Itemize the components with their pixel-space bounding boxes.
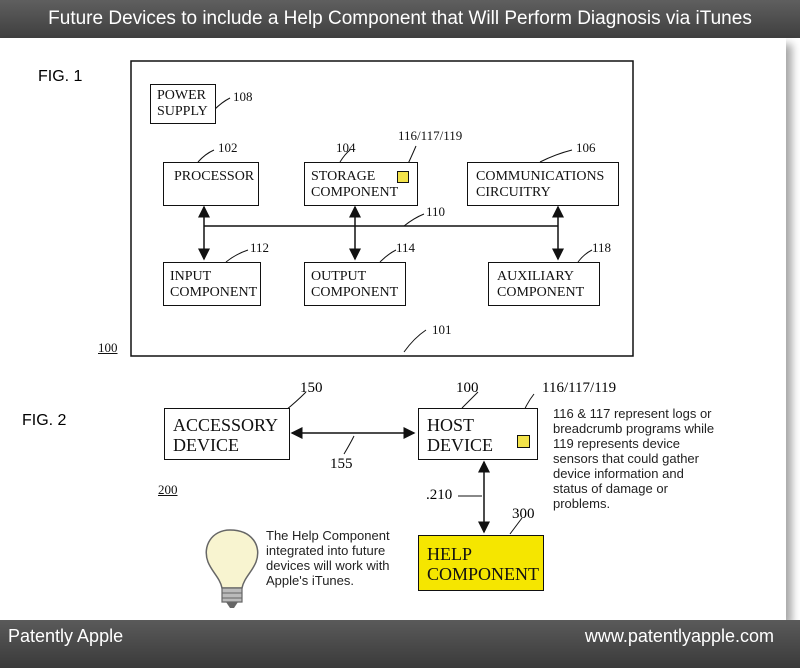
side-note-line: 119 represents device [553, 436, 680, 451]
footer-brand: Patently Apple [8, 626, 124, 646]
auxiliary-component-block: AUXILIARY COMPONENT [488, 262, 600, 306]
host-line1: HOST [427, 415, 475, 435]
bus-ref: 110 [426, 204, 446, 219]
power-supply-block: POWER SUPPLY [150, 84, 216, 124]
auxiliary-ref: 118 [592, 240, 612, 255]
lightbulb-icon [205, 529, 259, 608]
bulb-note-line: integrated into future [266, 543, 386, 558]
storage-sub-square [397, 171, 409, 183]
header-title: Future Devices to include a Help Compone… [0, 0, 800, 38]
fig2-system-ref: 200 [158, 482, 178, 497]
side-note-line: status of damage or [553, 481, 668, 496]
help-line1: HELP [427, 544, 472, 564]
link-ref: 155 [330, 456, 353, 472]
output-ref: 114 [396, 240, 416, 255]
power-supply-line1: POWER [157, 88, 206, 103]
input-line1: INPUT [170, 269, 212, 284]
accessory-ref: 150 [300, 380, 323, 396]
input-ref: 112 [250, 240, 270, 255]
side-note: 116 & 117 represent logs or breadcrumb p… [553, 406, 714, 511]
side-note-line: sensors that could gather [553, 451, 699, 466]
help-ref: 300 [512, 506, 535, 522]
communications-ref: 106 [576, 140, 596, 155]
host-sub-ref: 116/117/119 [542, 380, 617, 396]
processor-line1: PROCESSOR [174, 169, 255, 184]
output-line1: OUTPUT [311, 269, 367, 284]
storage-ref: 104 [336, 140, 356, 155]
accessory-device-block: ACCESSORY DEVICE [164, 408, 290, 460]
footer-url[interactable]: www.patentlyapple.com [584, 626, 774, 646]
storage-component-block: STORAGE COMPONENT [304, 162, 418, 206]
help-line2: COMPONENT [427, 564, 540, 584]
communications-line2: CIRCUITRY [476, 185, 551, 200]
bulb-note-line: Apple's iTunes. [266, 573, 354, 588]
host-sub-square [517, 435, 530, 448]
storage-line1: STORAGE [311, 169, 376, 184]
help-link-ref: .210 [426, 487, 453, 503]
output-line2: COMPONENT [311, 285, 399, 300]
side-note-line: breadcrumb programs while [553, 421, 715, 436]
help-component-block: HELP COMPONENT [418, 535, 544, 591]
storage-sub-ref: 116/117/119 [398, 128, 463, 143]
accessory-line1: ACCESSORY [173, 415, 279, 435]
side-note-line: device information and [553, 466, 684, 481]
communications-block: COMMUNICATIONS CIRCUITRY [467, 162, 619, 206]
processor-ref: 102 [218, 140, 238, 155]
footer-bar: Patently Apple www.patentlyapple.com [0, 620, 800, 668]
auxiliary-line1: AUXILIARY [497, 269, 574, 284]
power-supply-line2: SUPPLY [157, 104, 208, 119]
communications-line1: COMMUNICATIONS [476, 169, 605, 184]
input-line2: COMPONENT [170, 285, 258, 300]
bulb-note-line: devices will work with [266, 558, 390, 573]
side-note-line: 116 & 117 represent logs or [553, 406, 712, 421]
side-note-line: problems. [553, 496, 611, 511]
fig1-border [130, 60, 634, 357]
host-line2: DEVICE [427, 435, 493, 455]
bulb-note-line: The Help Component [266, 528, 390, 543]
auxiliary-line2: COMPONENT [497, 285, 585, 300]
power-supply-ref: 108 [233, 89, 253, 104]
host-ref: 100 [456, 380, 479, 396]
bulb-note: The Help Component integrated into futur… [266, 528, 390, 588]
fig1-border-ref: 101 [432, 322, 452, 337]
output-component-block: OUTPUT COMPONENT [304, 262, 406, 306]
fig2-label: FIG. 2 [22, 412, 67, 429]
storage-line2: COMPONENT [311, 185, 399, 200]
host-device-block: HOST DEVICE [418, 408, 538, 460]
accessory-line2: DEVICE [173, 435, 239, 455]
fig1-system-ref: 100 [98, 340, 118, 355]
processor-block: PROCESSOR [163, 162, 259, 206]
fig1-label: FIG. 1 [38, 68, 83, 85]
input-component-block: INPUT COMPONENT [163, 262, 261, 306]
